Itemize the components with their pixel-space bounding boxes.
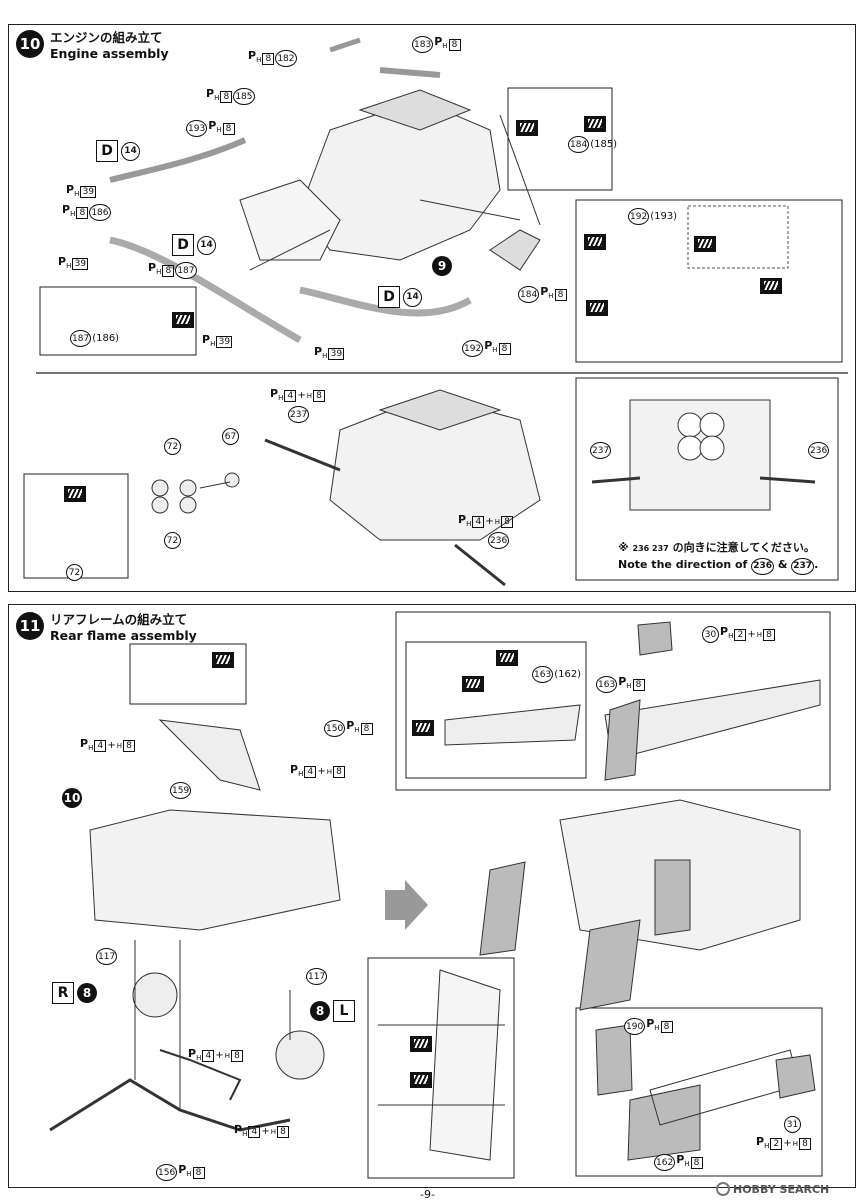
step10-title-en: Engine assembly bbox=[50, 46, 169, 61]
glue-icon bbox=[694, 236, 716, 252]
inset-184 bbox=[507, 87, 613, 191]
glue-icon bbox=[412, 720, 434, 736]
step11-number: 11 bbox=[16, 612, 44, 640]
callout-236: 236 bbox=[488, 532, 510, 549]
callout-163-162: 163(162) bbox=[532, 666, 581, 683]
step11-header: 11 リアフレームの組み立て Rear flame assembly bbox=[16, 612, 197, 644]
callout-117-left: 117 bbox=[96, 948, 118, 965]
ref-step-10: 10 bbox=[62, 788, 82, 808]
engine-drawing-mid bbox=[151, 389, 541, 587]
step11-title-jp: リアフレームの組み立て bbox=[50, 612, 188, 627]
rear-frame-drawing bbox=[49, 719, 341, 1132]
step10-title-jp: エンジンの組み立て bbox=[50, 30, 163, 45]
glue-icon bbox=[410, 1036, 432, 1052]
glue-icon bbox=[760, 278, 782, 294]
callout-72-bottom: 72 bbox=[164, 532, 181, 549]
page-number: -9- bbox=[420, 1188, 435, 1201]
callout-72-inset: 72 bbox=[66, 564, 83, 581]
callout-159: 159 bbox=[170, 782, 192, 799]
glue-icon bbox=[496, 650, 518, 666]
direction-note: ※ 236 237 の向きに注意してください。 Note the directi… bbox=[618, 540, 818, 575]
callout-72-top: 72 bbox=[164, 438, 181, 455]
callout-237-inset: 237 bbox=[590, 442, 612, 459]
callout-67: 67 bbox=[222, 428, 239, 445]
glue-icon bbox=[410, 1072, 432, 1088]
glue-icon bbox=[64, 486, 86, 502]
glue-icon bbox=[584, 234, 606, 250]
callout-184-185: 184(185) bbox=[568, 136, 617, 153]
glue-icon bbox=[584, 116, 606, 132]
callout-236-inset: 236 bbox=[808, 442, 830, 459]
step11-title-en: Rear flame assembly bbox=[50, 628, 197, 643]
sub-step-9: 9 bbox=[432, 256, 452, 276]
suspension-drawing bbox=[378, 969, 505, 1161]
callout-187-186: 187(186) bbox=[70, 330, 119, 347]
hobby-search-logo: HOBBY SEARCH bbox=[716, 1182, 829, 1196]
glue-icon bbox=[586, 300, 608, 316]
tank-drawing bbox=[595, 1024, 816, 1161]
frame-parts-drawing bbox=[444, 621, 821, 781]
callout-31: 31 bbox=[784, 1116, 801, 1133]
logo-icon bbox=[716, 1182, 730, 1196]
glue-icon bbox=[212, 652, 234, 668]
engine-drawing-top bbox=[109, 37, 541, 344]
callout-237: 237 bbox=[288, 406, 310, 423]
glue-icon bbox=[172, 312, 194, 328]
step10-number: 10 bbox=[16, 30, 44, 58]
engine-front-drawing bbox=[591, 399, 816, 511]
callout-117-right: 117 bbox=[306, 968, 328, 985]
assembled-frame-drawing bbox=[385, 799, 801, 1011]
glue-icon bbox=[462, 676, 484, 692]
callout-192-193: 192(193) bbox=[628, 208, 677, 225]
glue-icon bbox=[516, 120, 538, 136]
step10-header: 10 エンジンの組み立て Engine assembly bbox=[16, 30, 169, 62]
inset-187 bbox=[39, 286, 197, 356]
